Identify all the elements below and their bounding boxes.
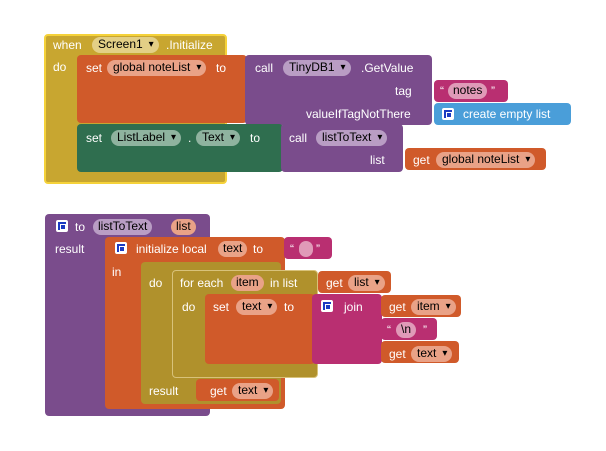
empty-text-field[interactable]	[299, 241, 313, 257]
get-label: get	[413, 153, 430, 167]
item-var-field[interactable]: item	[231, 275, 264, 291]
tinydb-component-dropdown[interactable]: TinyDB1	[283, 60, 351, 76]
in-label: in	[112, 265, 122, 279]
event-name-label: .Initialize	[166, 38, 213, 52]
get-text-get: get	[389, 347, 406, 361]
call-label-2: call	[289, 131, 308, 145]
do-label: do	[53, 60, 67, 74]
do-label-3: do	[182, 300, 196, 314]
mutator-gear-icon[interactable]	[442, 108, 454, 120]
newline-text-field[interactable]: \n	[396, 322, 417, 338]
newline-close-quote: ”	[423, 323, 427, 337]
get-result-get: get	[210, 384, 227, 398]
get-list-get: get	[326, 276, 343, 290]
get-item-get: get	[389, 300, 406, 314]
call-label: call	[255, 61, 274, 75]
set-to-label: to	[284, 300, 295, 314]
set-label: set	[86, 61, 103, 75]
notes-text-field[interactable]: notes	[448, 83, 488, 99]
procedure-mutator-icon[interactable]	[56, 220, 68, 232]
open-quote: “	[440, 84, 444, 98]
get-global-variable-dropdown[interactable]: global noteList	[436, 152, 536, 168]
close-quote: ”	[491, 84, 495, 98]
param-list-field[interactable]: list	[171, 219, 196, 235]
to-label-2: to	[250, 131, 261, 145]
procedure-name-field[interactable]: listToText	[93, 219, 153, 235]
property-dropdown-text[interactable]: Text	[196, 130, 241, 146]
in-list-label: in list	[270, 276, 298, 290]
get-text-dropdown[interactable]: text	[411, 346, 453, 362]
value-if-tag-label: valueIfTagNotThere	[306, 107, 411, 121]
initialize-local-label: initialize local	[136, 242, 207, 256]
local-mutator-icon[interactable]	[115, 242, 127, 254]
result-label-2: result	[149, 384, 179, 398]
join-label: join	[344, 300, 363, 314]
procedure-dropdown-listtotext[interactable]: listToText	[316, 130, 388, 146]
to-proc-label: to	[75, 220, 86, 234]
global-variable-dropdown[interactable]: global noteList	[107, 60, 207, 76]
for-each-label: for each	[180, 276, 224, 290]
create-empty-list-block[interactable]	[434, 103, 571, 125]
empty-open-quote: “	[290, 242, 294, 256]
component-dropdown-screen1[interactable]: Screen1	[92, 37, 159, 53]
create-empty-list-label: create empty list	[463, 107, 551, 121]
local-var-text-field[interactable]: text	[218, 241, 248, 257]
tag-label: tag	[395, 84, 412, 98]
when-label: when	[53, 38, 82, 52]
get-list-dropdown[interactable]: list	[348, 275, 385, 291]
empty-close-quote: ”	[316, 242, 320, 256]
to-local-label: to	[253, 242, 264, 256]
newline-open-quote: “	[387, 323, 391, 337]
get-result-dropdown[interactable]: text	[232, 383, 274, 399]
dot-label: .	[188, 131, 192, 145]
result-label: result	[55, 242, 85, 256]
list-arg-label: list	[370, 153, 385, 167]
get-item-dropdown[interactable]: item	[411, 299, 456, 315]
set-text-label: set	[213, 300, 230, 314]
join-mutator-icon[interactable]	[321, 300, 333, 312]
listlabel-component-dropdown[interactable]: ListLabel	[111, 130, 182, 146]
do-label-2: do	[149, 276, 163, 290]
method-label: .GetValue	[361, 61, 414, 75]
to-label: to	[216, 61, 227, 75]
set-text-dropdown[interactable]: text	[236, 299, 278, 315]
set-label-2: set	[86, 131, 103, 145]
set-listlabel-block[interactable]	[77, 124, 283, 172]
